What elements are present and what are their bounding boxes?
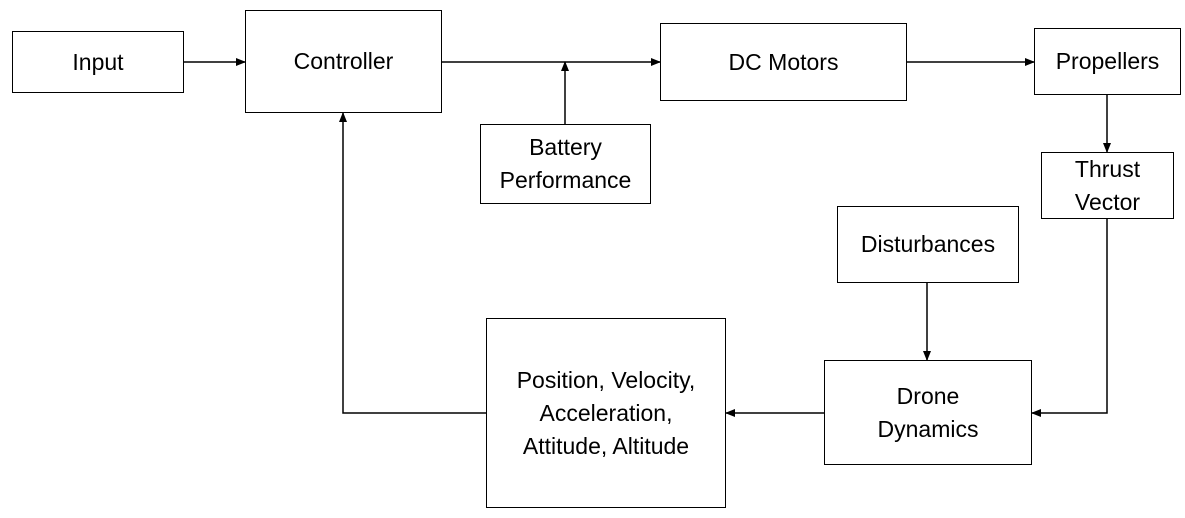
battery-label-line2: Performance xyxy=(499,167,632,193)
state-outputs-block: Position, Velocity, Acceleration, Attitu… xyxy=(486,318,726,508)
dc-motors-label: DC Motors xyxy=(728,48,839,75)
battery-performance-block: Battery Performance xyxy=(480,124,651,204)
dc-motors-block: DC Motors xyxy=(660,23,907,101)
controller-label: Controller xyxy=(293,48,394,74)
state-outputs-line1: Position, Velocity, xyxy=(516,366,696,393)
drone-dynamics-label-line1: Drone xyxy=(896,382,960,409)
state-outputs-line3: Attitude, Altitude xyxy=(522,432,690,459)
input-label: Input xyxy=(72,48,124,75)
drone-dynamics-label-line2: Dynamics xyxy=(877,415,979,442)
state-outputs-line2: Acceleration, xyxy=(539,399,673,426)
arrow-states-to-controller xyxy=(339,112,486,414)
thrust-vector-block: Thrust Vector xyxy=(1041,152,1174,219)
controller-block: Controller xyxy=(245,10,442,113)
arrow-thrust-to-drone-dynamics xyxy=(1031,219,1108,417)
disturbances-block: Disturbances xyxy=(837,206,1019,283)
propellers-label: Propellers xyxy=(1055,48,1160,74)
input-block: Input xyxy=(12,31,184,93)
propellers-block: Propellers xyxy=(1034,28,1181,95)
drone-dynamics-block: Drone Dynamics xyxy=(824,360,1032,465)
disturbances-label: Disturbances xyxy=(860,231,996,257)
thrust-label-line1: Thrust xyxy=(1074,155,1141,182)
thrust-label-line2: Vector xyxy=(1074,188,1141,215)
battery-label-line1: Battery xyxy=(529,134,602,160)
